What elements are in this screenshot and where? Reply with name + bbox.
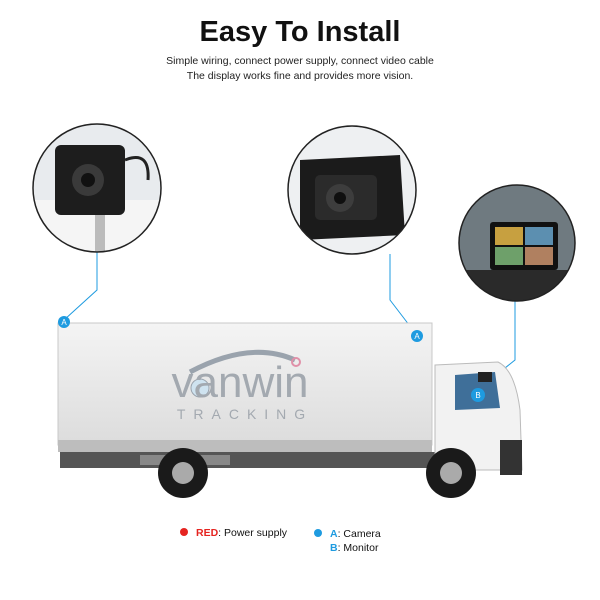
monitor-closeup [459, 185, 575, 301]
legend-power: RED: Power supply [180, 527, 287, 539]
subtitle-line-2: The display works fine and provides more… [186, 70, 414, 82]
legend-red-label: : Power supply [218, 527, 288, 539]
legend-monitor: B: Monitor [330, 542, 378, 554]
subtitle-line-1: Simple wiring, connect power supply, con… [166, 55, 434, 67]
legend-b-label: : Monitor [337, 542, 379, 554]
legend-b-key: B [330, 542, 338, 554]
legend-camera: A: Camera [314, 528, 381, 540]
legend-red-key: RED [196, 527, 219, 539]
page-title: Easy To Install [199, 16, 401, 48]
logo-arc [188, 349, 297, 375]
blue-dot-icon [314, 529, 322, 537]
legend-a-key: A [330, 528, 338, 540]
marker-a-left-label: A [61, 318, 67, 327]
marker-a-left [58, 316, 70, 328]
logo-tagline: TRACKING [177, 406, 313, 422]
marker-a-right-label: A [414, 332, 420, 341]
marker-b [471, 388, 485, 402]
truck-illustration [57, 322, 523, 498]
legend-a-label: : Camera [337, 528, 381, 540]
camera-closeup-middle [288, 126, 416, 254]
red-dot-icon [180, 528, 188, 536]
marker-a-right [411, 330, 423, 342]
logo-text: vanwin [172, 358, 309, 407]
camera-closeup-left [33, 124, 161, 252]
marker-b-label: B [475, 391, 480, 400]
